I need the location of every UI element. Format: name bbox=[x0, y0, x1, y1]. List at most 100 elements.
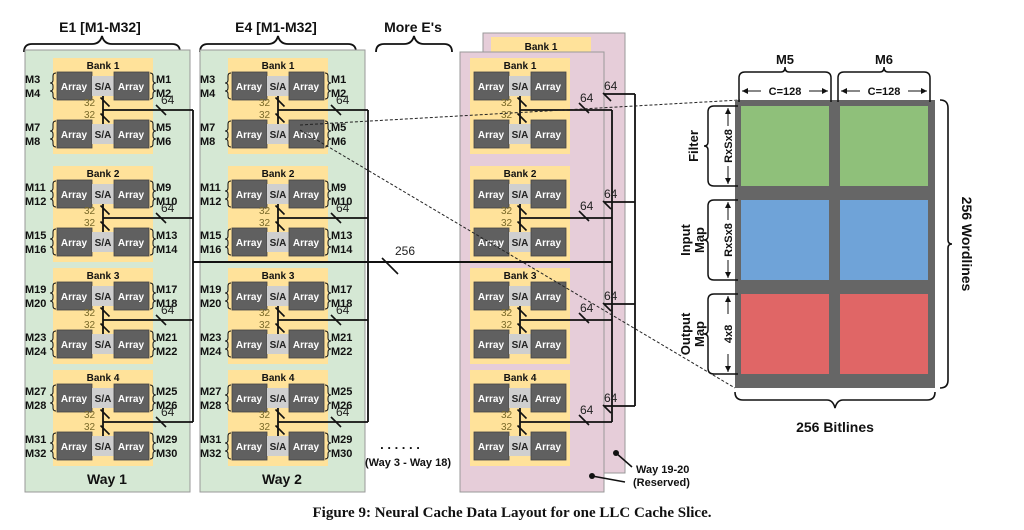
bus-32-label: 32 bbox=[259, 308, 271, 319]
array-block bbox=[530, 431, 567, 461]
mat-label: M11 bbox=[25, 182, 46, 194]
mat-label: M32 bbox=[200, 448, 221, 460]
bus-width-tick bbox=[155, 416, 167, 428]
bus-width-tick bbox=[274, 204, 286, 216]
bus-32-label: 32 bbox=[501, 410, 513, 421]
sense-amp-label: S/A bbox=[95, 340, 112, 351]
mat-brace bbox=[224, 72, 232, 100]
mat-label: M23 bbox=[25, 332, 46, 344]
array-block bbox=[288, 281, 325, 311]
pointer-line bbox=[615, 452, 633, 468]
array-label: Array bbox=[293, 82, 320, 93]
bus-64-label: 64 bbox=[161, 201, 175, 215]
mat-label: M2 bbox=[331, 88, 346, 100]
column-brace bbox=[738, 66, 832, 79]
mat-brace bbox=[149, 120, 157, 148]
array-block bbox=[113, 431, 150, 461]
array-block bbox=[288, 179, 325, 209]
sense-amp-label: S/A bbox=[512, 340, 529, 351]
sense-amp-block bbox=[92, 436, 114, 456]
bus-32-label: 32 bbox=[84, 218, 96, 229]
mat-label: M31 bbox=[25, 434, 46, 446]
array-block bbox=[113, 383, 150, 413]
array-block bbox=[473, 431, 510, 461]
sense-amp-label: S/A bbox=[95, 394, 112, 405]
bus-width-tick bbox=[274, 112, 286, 124]
bus-width-tick bbox=[155, 104, 167, 116]
bus-32-label: 32 bbox=[259, 422, 271, 433]
array-block bbox=[56, 119, 93, 149]
mat-brace bbox=[149, 330, 157, 358]
row-size-label: RxSx8 bbox=[723, 129, 735, 163]
array-block bbox=[530, 179, 567, 209]
bank-label: Bank 3 bbox=[87, 271, 120, 282]
bank-label: Bank 3 bbox=[262, 271, 295, 282]
mat-label: M30 bbox=[331, 448, 352, 460]
array-label: Array bbox=[236, 238, 263, 249]
bus-32-label: 32 bbox=[84, 98, 96, 109]
array-block bbox=[530, 281, 567, 311]
array-label: Array bbox=[478, 82, 505, 93]
mat-label: M24 bbox=[200, 346, 222, 358]
array-block bbox=[288, 383, 325, 413]
bus-32-label: 32 bbox=[259, 218, 271, 229]
sense-amp-block bbox=[92, 124, 114, 144]
mat-label: M29 bbox=[156, 434, 177, 446]
sense-amp-label: S/A bbox=[95, 292, 112, 303]
bank-panel-back bbox=[491, 37, 591, 55]
array-label: Array bbox=[293, 340, 320, 351]
mat-brace bbox=[224, 330, 232, 358]
array-label: Array bbox=[118, 130, 145, 141]
bus-64-label: 64 bbox=[604, 79, 618, 93]
array-label: Array bbox=[61, 190, 88, 201]
bus-width-tick bbox=[274, 424, 286, 436]
mat-label: M7 bbox=[25, 122, 40, 134]
sense-amp-label: S/A bbox=[95, 238, 112, 249]
e4-brace bbox=[199, 35, 357, 53]
array-block bbox=[231, 119, 268, 149]
mat-brace bbox=[324, 384, 332, 412]
mat-label: M18 bbox=[156, 298, 177, 310]
array-label: Array bbox=[61, 238, 88, 249]
column-size-label: C=128 bbox=[769, 86, 802, 98]
row-size-label: 4x8 bbox=[723, 325, 735, 343]
array-block bbox=[231, 281, 268, 311]
sense-amp-block bbox=[509, 184, 531, 204]
bus-32-label: 32 bbox=[501, 218, 513, 229]
bus-width-tick bbox=[155, 314, 167, 326]
array-block bbox=[473, 383, 510, 413]
sense-amp-label: S/A bbox=[270, 82, 287, 93]
bus-64-label: 64 bbox=[336, 93, 350, 107]
ways-middle-label: (Way 3 - Way 18) bbox=[365, 457, 451, 469]
bank-label: Bank 2 bbox=[504, 169, 537, 180]
bus-64-label: 64 bbox=[604, 391, 618, 405]
array-label: Array bbox=[61, 292, 88, 303]
sense-amp-block bbox=[267, 334, 289, 354]
array-block bbox=[530, 329, 567, 359]
array-label: Array bbox=[535, 190, 562, 201]
row-name-label: Input bbox=[678, 223, 693, 255]
projection-line-bottom bbox=[299, 129, 736, 389]
mat-label: M4 bbox=[200, 88, 216, 100]
bus-width-tick bbox=[274, 408, 286, 420]
arrow-head bbox=[725, 296, 731, 302]
array-block bbox=[288, 71, 325, 101]
bus-32-label: 32 bbox=[259, 206, 271, 217]
arrow-head bbox=[725, 108, 731, 114]
mat-brace bbox=[49, 432, 57, 460]
bus-width-tick bbox=[516, 306, 528, 318]
bus-64-label: 64 bbox=[161, 303, 175, 317]
array-label: Array bbox=[236, 130, 263, 141]
bus-width-tick bbox=[274, 322, 286, 334]
mat-brace bbox=[49, 120, 57, 148]
array-label: Array bbox=[293, 190, 320, 201]
sense-amp-label: S/A bbox=[95, 442, 112, 453]
sense-amp-block bbox=[92, 286, 114, 306]
array-label: Array bbox=[293, 238, 320, 249]
mat-label: M31 bbox=[200, 434, 221, 446]
mat-label: M19 bbox=[25, 284, 46, 296]
mat-label: M10 bbox=[156, 196, 177, 208]
array-block bbox=[113, 119, 150, 149]
bus-width-tick bbox=[516, 204, 528, 216]
